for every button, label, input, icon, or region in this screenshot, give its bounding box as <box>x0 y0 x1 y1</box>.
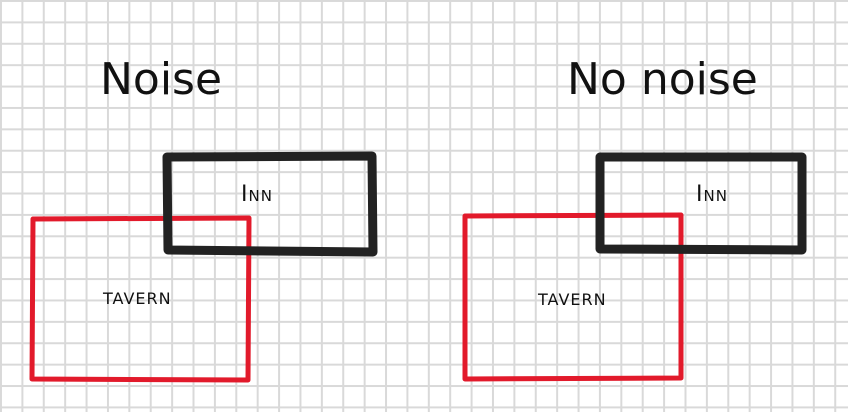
left-inn-rect <box>162 151 378 257</box>
right-tavern-label: TAVERN <box>538 290 607 309</box>
right-tavern-rect <box>462 212 684 382</box>
right-panel-title: No noise <box>567 54 758 105</box>
left-tavern-label: TAVERN <box>103 289 172 308</box>
left-tavern-rect <box>29 215 252 383</box>
right-inn-label: Inn <box>696 182 728 207</box>
left-inn-label: Inn <box>241 182 273 207</box>
left-panel-title: Noise <box>100 54 223 105</box>
right-inn-rect <box>595 152 807 255</box>
